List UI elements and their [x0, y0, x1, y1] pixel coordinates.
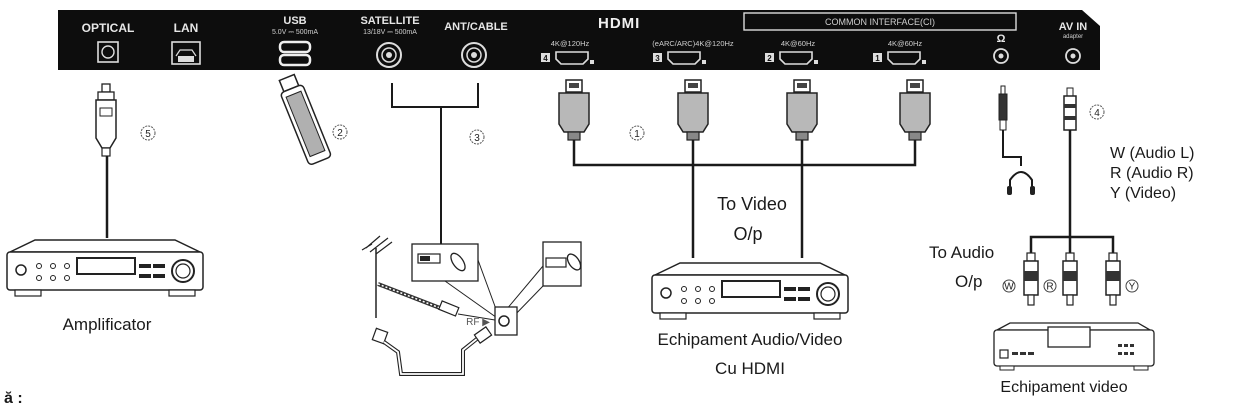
hdmi-2-spec: 4K@60Hz [781, 39, 816, 48]
headphone-connection [998, 85, 1035, 195]
common-interface-label: COMMON INTERFACE(CI) [825, 17, 935, 27]
callout-4 [1089, 104, 1105, 120]
svg-text:4: 4 [1094, 108, 1100, 119]
av-equipment-label: Echipament Audio/Video [658, 330, 843, 349]
av-in-sub: adapter [1063, 34, 1083, 40]
rca-legend-w: W (Audio L) [1110, 145, 1194, 162]
svg-text:1: 1 [634, 129, 640, 140]
svg-text:3: 3 [474, 133, 480, 144]
port-hdmi-3[interactable]: (eARC/ARC)4K@120Hz 3 [652, 39, 734, 65]
ant-cable-label: ANT/CABLE [444, 21, 508, 33]
video-equipment-label: Echipament video [1000, 379, 1127, 396]
callout-5 [140, 125, 156, 141]
optical-port-icon [101, 45, 115, 59]
av-equipment-hdmi-label: Cu HDMI [715, 359, 785, 378]
callout-2 [332, 124, 348, 140]
hdmi-4-spec: 4K@120Hz [551, 39, 590, 48]
badge-y [1125, 279, 1139, 293]
satellite-label: SATELLITE [360, 15, 419, 27]
port-ant-cable[interactable]: ANT/CABLE [444, 21, 508, 68]
antenna-in-label: RF ▶ [466, 317, 490, 328]
rca-plug-red-icon [1062, 252, 1078, 306]
svg-text:W: W [1004, 282, 1014, 293]
hdmi-connection: 1 To Video O/p Echipament Audio/Video Cu… [558, 79, 931, 378]
svg-text:5: 5 [145, 129, 151, 140]
port-satellite[interactable]: SATELLITE 13/18V ⎓ 500mA [360, 15, 420, 68]
hdmi-plug-icon [677, 79, 709, 141]
rca-plug-yellow-icon [1105, 252, 1121, 306]
svg-text:4: 4 [543, 54, 548, 63]
optical-plug-icon [95, 83, 117, 157]
port-headphone[interactable]: Ω [993, 33, 1009, 64]
hdmi-plug-icon [558, 79, 590, 141]
svg-text:R: R [1046, 282, 1053, 293]
callout-1 [629, 125, 645, 141]
amplifier-label: Amplificator [63, 315, 152, 334]
optical-connection: 5 Amplificator [6, 83, 204, 334]
svg-text:2: 2 [337, 128, 343, 139]
optical-label: OPTICAL [82, 21, 135, 35]
headphone-icon: Ω [997, 33, 1006, 45]
footer-text-fragment: ă : [4, 390, 23, 404]
hdmi-logo: HDMI [598, 15, 640, 32]
badge-r [1043, 279, 1057, 293]
hdmi-1-spec: 4K@60Hz [888, 39, 923, 48]
av-plug-icon [1063, 87, 1077, 131]
svg-text:2: 2 [767, 54, 772, 63]
to-audio-op-label: O/p [955, 272, 982, 291]
port-lan[interactable]: LAN [171, 21, 201, 65]
headphones-icon [1009, 171, 1033, 193]
amplifier-device-icon [6, 239, 204, 297]
badge-w [1002, 279, 1016, 293]
port-hdmi-1[interactable]: 4K@60Hz 1 [873, 39, 927, 65]
port-usb[interactable]: USB 5.0V ⎓ 500mA [272, 15, 318, 67]
to-video-label: To Video [717, 194, 787, 214]
headphone-jack-icon [998, 85, 1008, 131]
rca-plug-white-icon [1023, 252, 1039, 306]
to-video-op-label: O/p [733, 224, 762, 244]
callout-3 [469, 129, 485, 145]
av-in-connection: 4 W R Y W (Audio L) R (Audio R) Y (Video… [929, 87, 1194, 396]
usb-stick: 2 [278, 73, 348, 165]
to-audio-label: To Audio [929, 243, 994, 262]
common-interface-slot[interactable]: COMMON INTERFACE(CI) [743, 12, 1017, 31]
tv-back-panel: OPTICAL LAN USB 5.0V ⎓ 500mA SATELLITE 1… [58, 10, 1100, 70]
port-av-in[interactable]: AV IN adapter [1059, 21, 1088, 64]
svg-text:Y: Y [1129, 282, 1136, 293]
satellite-spec: 13/18V ⎓ 500mA [363, 29, 417, 36]
coax-plug-icon [545, 257, 567, 268]
port-hdmi-2[interactable]: 4K@60Hz 2 [765, 39, 819, 65]
antenna-connection: 3 RF ▶ [361, 83, 582, 376]
hdmi-plug-icon [786, 79, 818, 141]
usb-drive-icon [278, 73, 332, 165]
antenna-icon [361, 235, 496, 321]
svg-text:1: 1 [875, 54, 880, 63]
port-optical[interactable]: OPTICAL [82, 21, 135, 63]
ethernet-port-icon [175, 49, 197, 57]
hdmi-3-spec: (eARC/ARC)4K@120Hz [652, 39, 734, 48]
video-equipment-device-icon [993, 322, 1155, 371]
port-hdmi-4[interactable]: 4K@120Hz 4 [541, 39, 595, 65]
rca-legend-y: Y (Video) [1110, 185, 1176, 202]
usb-port-icon [278, 40, 312, 54]
av-equipment-device-icon [651, 262, 849, 320]
lan-label: LAN [174, 21, 199, 35]
usb-label: USB [283, 15, 306, 27]
hdmi-plug-icon [899, 79, 931, 141]
usb-spec: 5.0V ⎓ 500mA [272, 29, 318, 36]
av-in-label: AV IN [1059, 21, 1088, 33]
svg-text:3: 3 [655, 54, 660, 63]
rca-legend-r: R (Audio R) [1110, 165, 1194, 182]
usb-port-icon [278, 53, 312, 67]
loop-cable-icon [371, 326, 493, 376]
